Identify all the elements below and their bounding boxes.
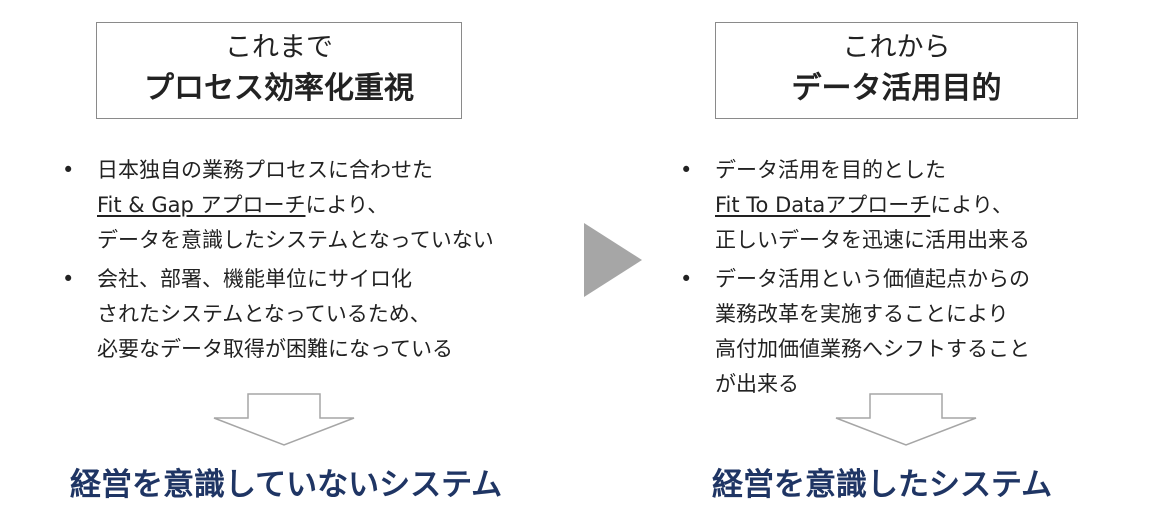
right-conclusion: 経営を意識したシステム <box>712 467 1053 503</box>
right-bullet-text: データ活用という価値起点からの <box>715 267 1030 291</box>
right-bullet-line: Fit To Dataアプローチにより、 <box>715 188 1116 223</box>
left-bullet-item: • 日本独自の業務プロセスに合わせた Fit & Gap アプローチにより、データを… <box>58 153 578 258</box>
right-bullet-text: 高付加価値業務へシフトすること <box>715 337 1030 361</box>
right-bullet-line: 正しいデータを迅速に活用出来る <box>715 223 1116 258</box>
right-title-box: これから データ活用目的 <box>715 22 1078 119</box>
right-title-subtitle: これから <box>842 32 951 63</box>
bullet-dot-icon: • <box>680 158 693 182</box>
left-title-box: これまで プロセス効率化重視 <box>96 22 462 119</box>
right-bullet-line: 高付加価値業務へシフトすること <box>715 332 1116 367</box>
right-approach-name: Fit To Dataアプローチ <box>715 193 931 217</box>
left-down-outline-arrow-icon <box>213 393 355 446</box>
left-bullet-item: • 会社、部署、機能単位にサイロ化されたシステムとなっているため、必要なデータ取得… <box>58 262 578 367</box>
left-bullet-text: データを意識したシステムとなっていない <box>97 228 494 252</box>
left-bullet-text: されたシステムとなっているため、 <box>97 302 431 326</box>
bullet-dot-icon: • <box>62 158 75 182</box>
right-triangle-arrow-shape <box>584 223 642 297</box>
right-bullet-text: が出来る <box>715 372 799 396</box>
left-bullet-line: されたシステムとなっているため、 <box>97 297 578 332</box>
right-triangle-arrow-icon <box>584 223 642 297</box>
left-bullet-text: 会社、部署、機能単位にサイロ化 <box>97 267 412 291</box>
left-bullet-text: により、 <box>305 193 389 217</box>
left-bullet-line: 日本独自の業務プロセスに合わせた <box>97 153 578 188</box>
right-bullet-item: • データ活用という価値起点からの業務改革を実施することにより高付加価値業務へシフ… <box>676 262 1116 402</box>
bullet-dot-icon: • <box>62 267 75 291</box>
left-bullet-line: 必要なデータ取得が困難になっている <box>97 332 578 367</box>
right-bullet-text: により、 <box>930 193 1013 217</box>
right-bullet-line: データ活用を目的とした <box>715 153 1116 188</box>
right-title-main: データ活用目的 <box>791 71 1002 106</box>
left-title-subtitle: これまで <box>225 32 333 63</box>
left-conclusion: 経営を意識していないシステム <box>70 467 503 503</box>
right-bullet-line: が出来る <box>715 367 1116 402</box>
right-down-outline-arrow-icon <box>835 393 977 446</box>
left-bullet-text: 日本独自の業務プロセスに合わせた <box>97 158 433 182</box>
right-bullet-text: 業務改革を実施することにより <box>715 302 1009 326</box>
right-down-arrow-shape <box>835 393 977 446</box>
left-bullet-line: 会社、部署、機能単位にサイロ化 <box>97 262 578 297</box>
right-bullet-line: データ活用という価値起点からの <box>715 262 1116 297</box>
left-approach-name: Fit & Gap アプローチ <box>97 193 306 217</box>
left-bullet-line: Fit & Gap アプローチにより、 <box>97 188 578 223</box>
left-bullet-line: データを意識したシステムとなっていない <box>97 223 578 258</box>
right-bullet-item: • データ活用を目的とした Fit To Dataアプローチにより、正しいデータを迅… <box>676 153 1116 258</box>
right-bullet-text: データ活用を目的とした <box>715 158 946 182</box>
left-bullet-list: • 日本独自の業務プロセスに合わせた Fit & Gap アプローチにより、データを… <box>58 153 578 371</box>
right-bullet-text: 正しいデータを迅速に活用出来る <box>715 228 1030 252</box>
left-down-arrow-shape <box>213 393 355 446</box>
right-bullet-line: 業務改革を実施することにより <box>715 297 1116 332</box>
left-bullet-text: 必要なデータ取得が困難になっている <box>97 337 453 361</box>
right-bullet-list: • データ活用を目的とした Fit To Dataアプローチにより、正しいデータを迅… <box>676 153 1116 406</box>
bullet-dot-icon: • <box>680 267 693 291</box>
left-title-main: プロセス効率化重視 <box>144 71 414 106</box>
